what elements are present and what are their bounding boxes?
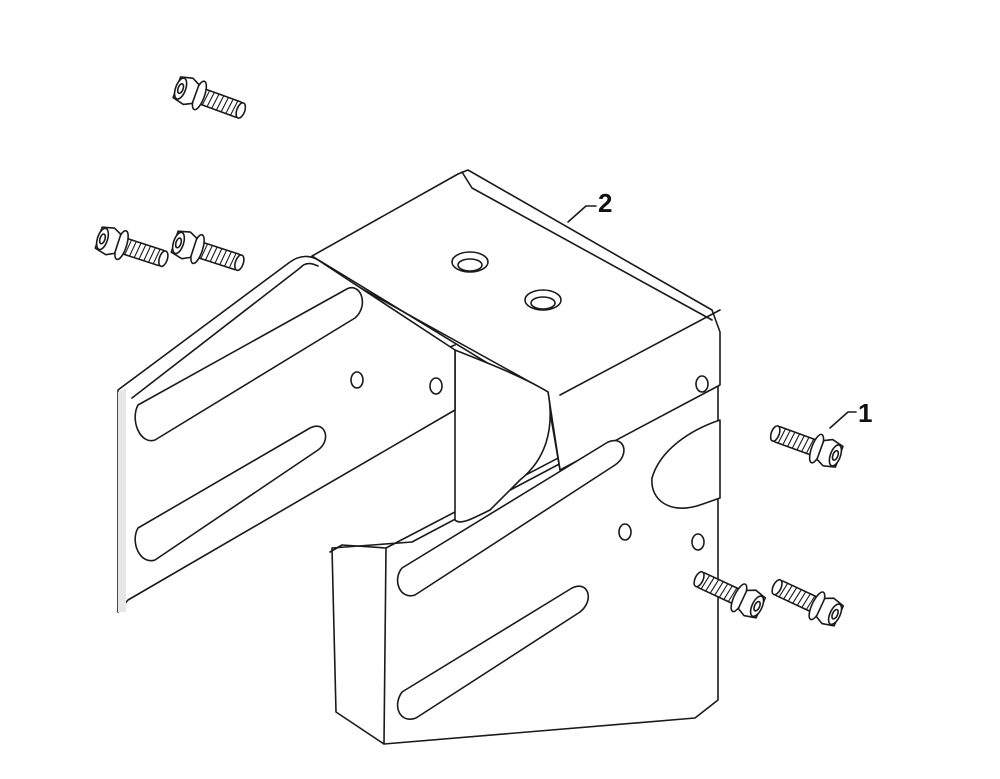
bracket-part bbox=[117, 169, 721, 745]
slot bbox=[134, 425, 327, 562]
slot bbox=[396, 439, 625, 597]
bolt-mid-left-b bbox=[168, 226, 249, 279]
leader-line-2 bbox=[567, 205, 597, 223]
hole bbox=[350, 371, 364, 389]
bolt-top-left bbox=[169, 71, 251, 127]
bracket-notch bbox=[651, 419, 721, 509]
bracket-web bbox=[454, 349, 551, 523]
callout-label-bracket: 2 bbox=[598, 188, 613, 218]
slot bbox=[396, 585, 590, 720]
bolt-mid-left-a bbox=[92, 222, 173, 275]
hole bbox=[618, 523, 632, 541]
callout-label-bolt: 1 bbox=[858, 398, 873, 428]
slot bbox=[134, 287, 364, 442]
top-hole bbox=[524, 289, 562, 311]
hole bbox=[429, 377, 443, 395]
bracket-top-plate bbox=[311, 169, 721, 471]
hole bbox=[691, 533, 705, 551]
hole bbox=[695, 375, 709, 393]
bolt-lower-right-b bbox=[766, 571, 847, 631]
leader-line-1 bbox=[829, 411, 857, 429]
top-hole bbox=[451, 251, 489, 273]
